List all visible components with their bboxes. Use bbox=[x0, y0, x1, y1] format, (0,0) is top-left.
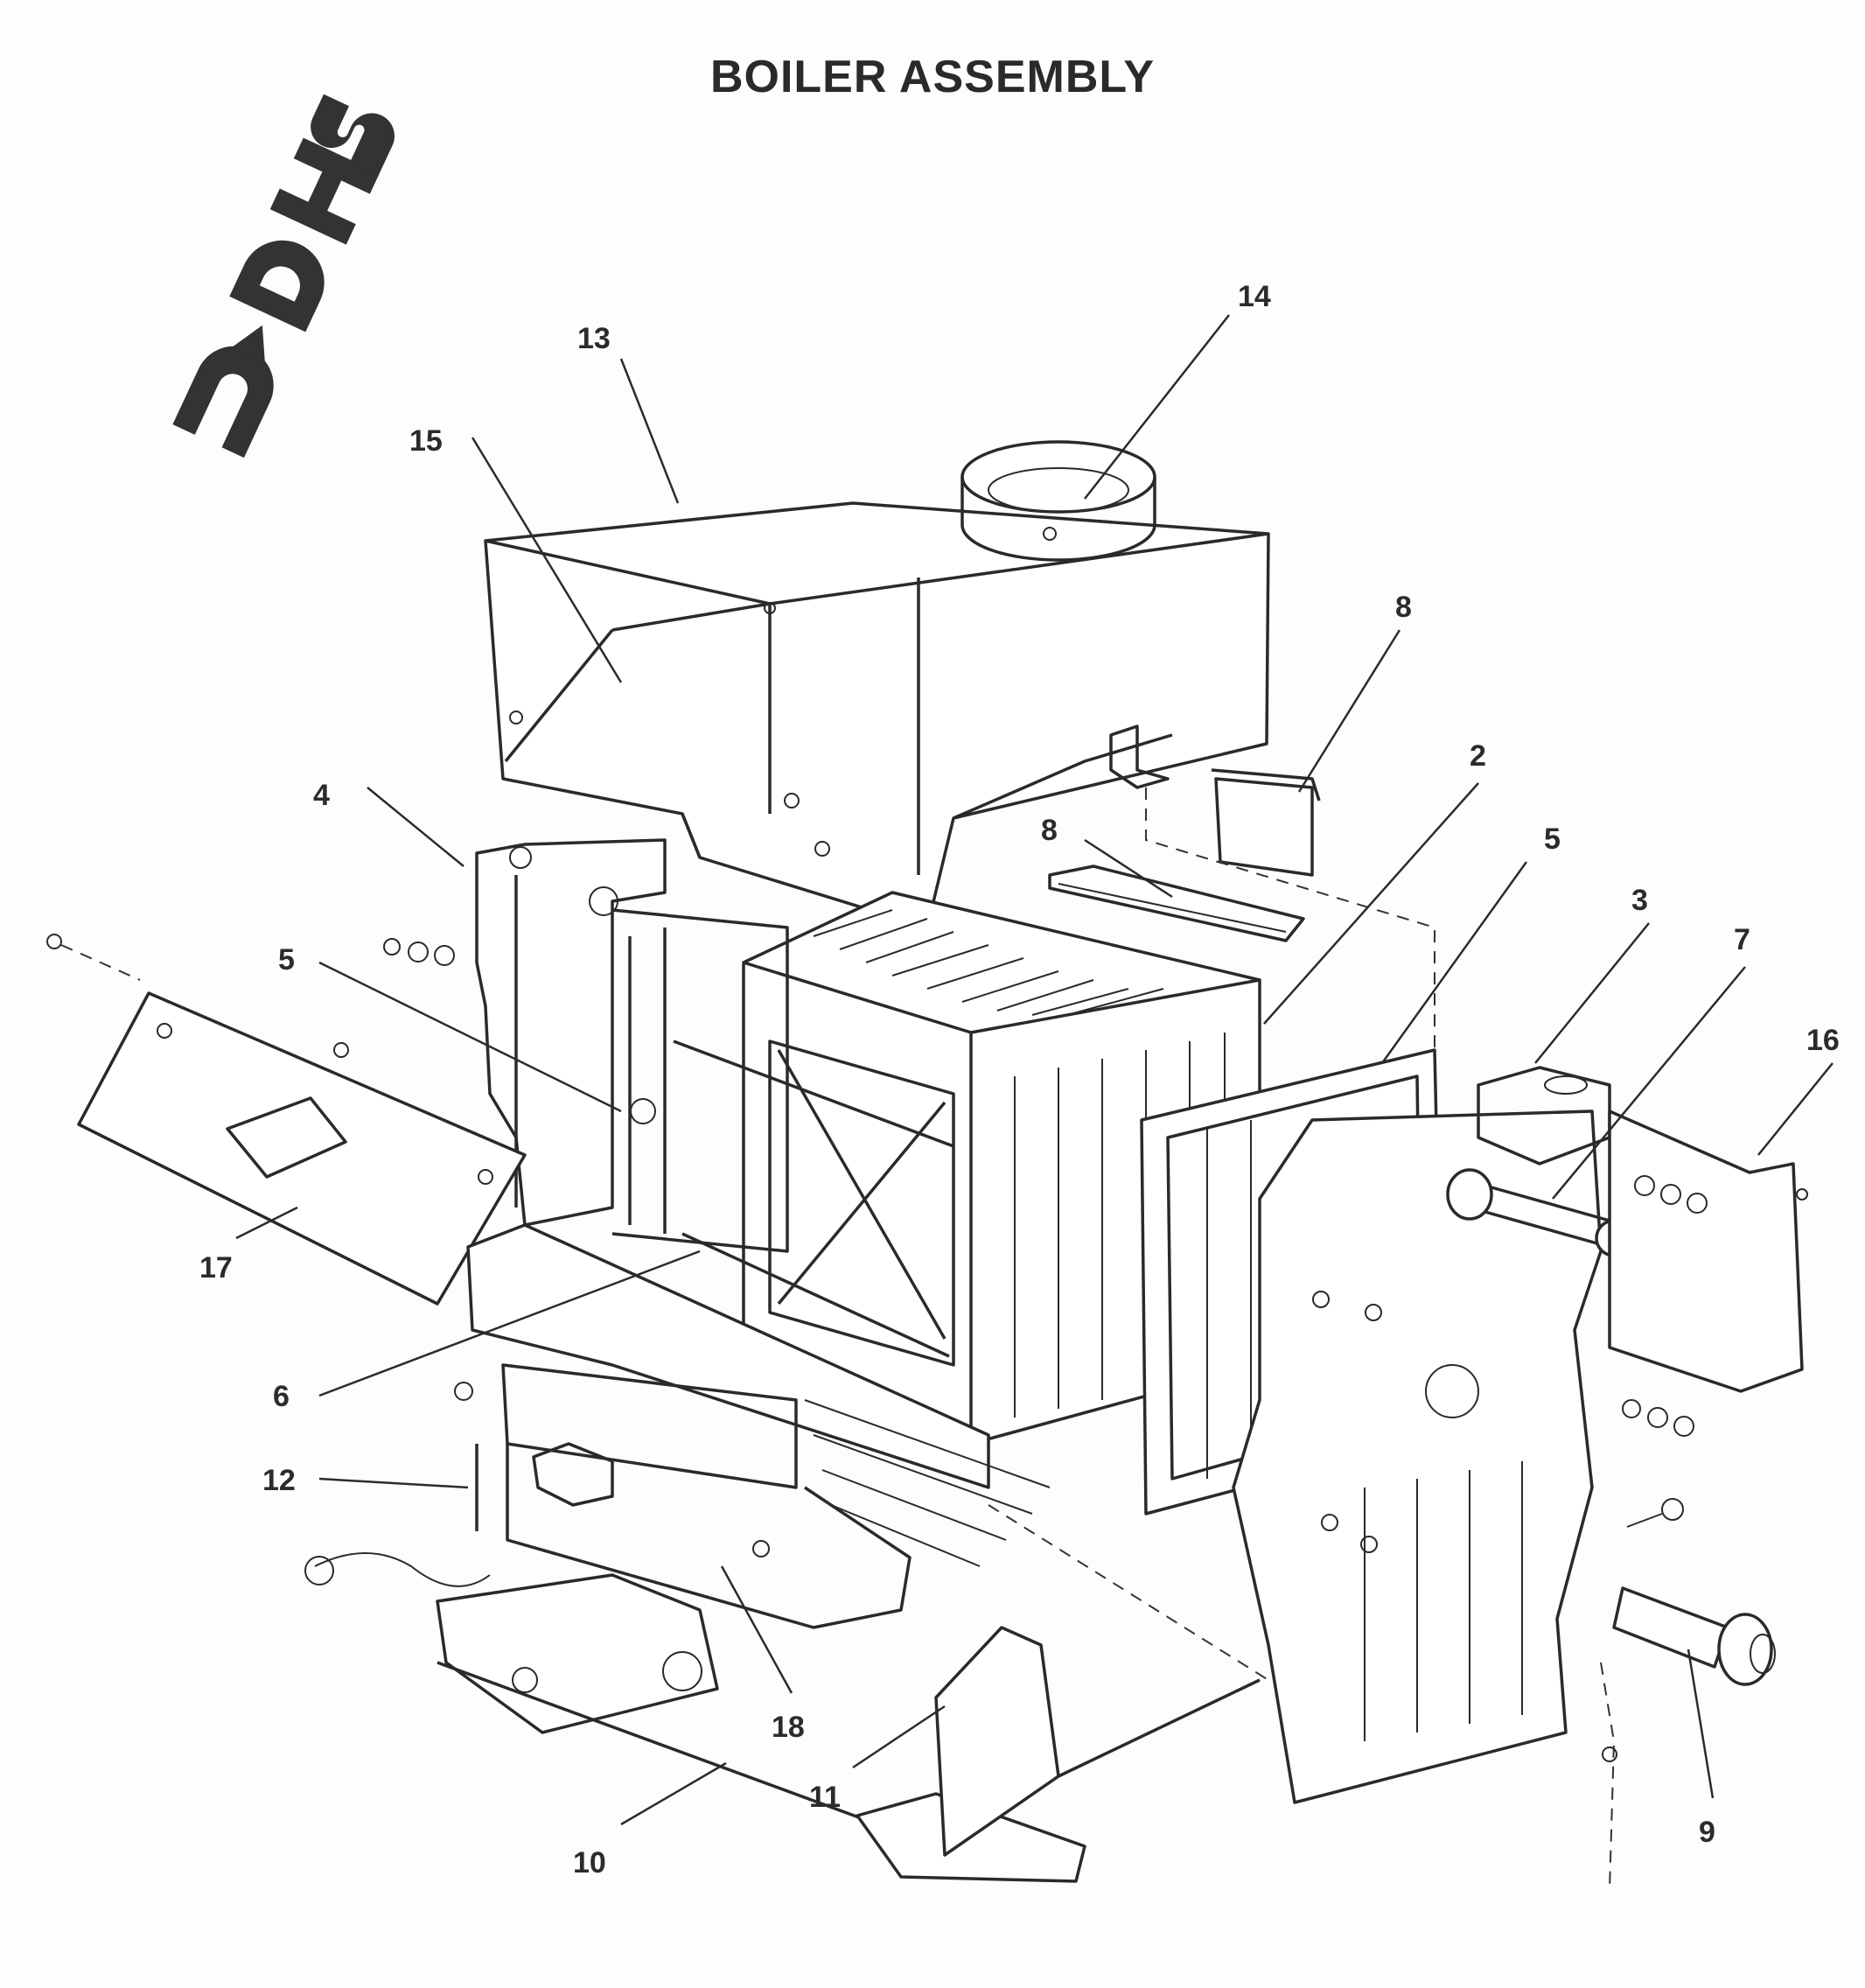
hood-bracket bbox=[1109, 724, 1170, 789]
callout-3: 3 bbox=[1631, 884, 1648, 917]
callout-7: 7 bbox=[1734, 923, 1750, 956]
callout-5-right: 5 bbox=[1544, 822, 1561, 856]
callout-14: 14 bbox=[1238, 280, 1271, 313]
callout-10: 10 bbox=[573, 1846, 606, 1880]
sensor bbox=[1612, 1586, 1776, 1686]
dhs-logo bbox=[172, 94, 395, 458]
callout-4: 4 bbox=[313, 779, 330, 812]
alignment-line-lower bbox=[1600, 1662, 1616, 1891]
leader-lines bbox=[235, 314, 1834, 1826]
callout-17: 17 bbox=[199, 1251, 233, 1284]
callout-15: 15 bbox=[409, 424, 443, 458]
right-casting bbox=[1232, 1066, 1611, 1804]
gas-valve-assembly bbox=[304, 1444, 867, 1822]
combustion-hood bbox=[484, 501, 1270, 929]
callout-13: 13 bbox=[577, 322, 611, 355]
callout-9: 9 bbox=[1699, 1816, 1715, 1849]
left-casting bbox=[475, 838, 789, 1253]
callout-5-left: 5 bbox=[278, 943, 295, 976]
alignment-line-upper bbox=[1145, 788, 1435, 1050]
callout-8-lower: 8 bbox=[1041, 814, 1058, 847]
baffle-lower bbox=[1048, 864, 1305, 942]
callout-16: 16 bbox=[1806, 1024, 1840, 1057]
baffle-upper bbox=[1211, 768, 1321, 877]
right-plate bbox=[1608, 1110, 1808, 1393]
front-plate bbox=[77, 991, 527, 1306]
washers-left bbox=[46, 934, 455, 981]
diagram-title: BOILER ASSEMBLY bbox=[709, 52, 1156, 102]
callout-2: 2 bbox=[1470, 739, 1486, 773]
washers-right bbox=[1602, 1399, 1694, 1762]
flue-ring bbox=[960, 440, 1156, 562]
callout-12: 12 bbox=[262, 1464, 296, 1497]
callout-18: 18 bbox=[772, 1711, 805, 1744]
base-tray bbox=[856, 1504, 1269, 1883]
callout-6: 6 bbox=[273, 1380, 290, 1413]
callout-11: 11 bbox=[809, 1781, 841, 1814]
callout-8-upper: 8 bbox=[1395, 591, 1412, 624]
heat-exchanger bbox=[673, 891, 1261, 1446]
